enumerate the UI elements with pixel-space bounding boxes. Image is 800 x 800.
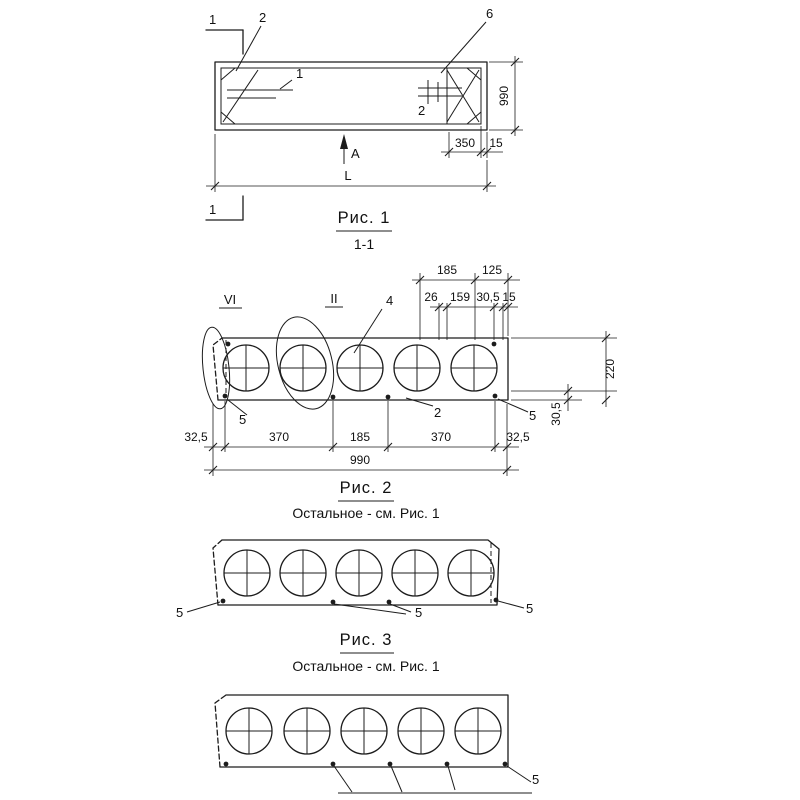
hollow-core-void [447, 549, 495, 597]
dim-159-label: 159 [450, 290, 470, 304]
slab-section-left-cut-edge [212, 337, 223, 401]
hollow-core-void [283, 707, 331, 755]
hollow-core-void [393, 344, 441, 392]
callout-5-right-leader [497, 398, 529, 413]
callout-5-mid-leader-a [333, 603, 407, 615]
dim-bottom-row1: 32,5 370 185 370 32,5 [184, 401, 530, 476]
dim-26-label: 26 [424, 290, 438, 304]
point-markers [223, 761, 508, 767]
dim-350-15: 350 15 [441, 126, 503, 158]
fig2-caption: Рис. 2 [340, 479, 393, 497]
plan-rebar-left [227, 79, 293, 99]
dim-325-left-label: 32,5 [184, 430, 208, 444]
callout-4-label: 4 [386, 293, 393, 308]
section-mark-1-top-label: 1 [209, 12, 216, 27]
dim-185-bottom-label: 185 [350, 430, 370, 444]
callout-5-left-label: 5 [239, 412, 246, 427]
callout-5-right-label: 5 [529, 408, 536, 423]
callout-2-leader [405, 397, 434, 407]
callout-2-top-label: 2 [259, 10, 266, 25]
detail-ii-label: II [330, 291, 337, 306]
callout-5-left-leader [186, 601, 221, 613]
callout-6-leader [440, 21, 487, 74]
dim-125-label: 125 [482, 263, 502, 277]
dim-990-label: 990 [497, 86, 511, 106]
callout-2-label: 2 [434, 405, 441, 420]
dim-370-left-label: 370 [269, 430, 289, 444]
hollow-core-void [279, 344, 327, 392]
dim-top-tier2: 26 159 30,5 15 [424, 290, 518, 340]
dim-370-right-label: 370 [431, 430, 451, 444]
callout-5-right-leader [497, 600, 525, 609]
callout-5-mid-label: 5 [415, 605, 422, 620]
detail-vi-label: VI [224, 292, 236, 307]
dim-15-label: 15 [489, 136, 503, 150]
callout-5-right-label: 5 [526, 601, 533, 616]
dim-top-tier1: 185 125 [412, 263, 520, 340]
callout-5-left-label: 5 [176, 605, 183, 620]
fig2-note: Остальное - см. Рис. 1 [292, 505, 439, 521]
slab-section-outline [217, 539, 500, 606]
detail-ii-oval [275, 316, 335, 410]
slab-section-left-cut-edge [214, 694, 227, 768]
dim-305-top-label: 30,5 [476, 290, 500, 304]
callout-5-leaders [333, 765, 532, 794]
slab-plan-outer-outline [214, 61, 488, 131]
dim-350-label: 350 [455, 136, 475, 150]
hollow-core-void [279, 549, 327, 597]
dim-15-label: 15 [502, 290, 516, 304]
callout-5-label: 5 [532, 772, 539, 787]
callout-2-inner-label: 2 [418, 103, 425, 118]
dim-325-right-label: 32,5 [506, 430, 530, 444]
hollow-core-void [340, 707, 388, 755]
point-markers [220, 597, 499, 605]
fig1-section-title: 1-1 [354, 236, 374, 252]
callout-6-label: 6 [486, 6, 493, 21]
dim-220-label: 220 [603, 359, 617, 379]
dim-right-vertical: 30,5 220 [511, 331, 617, 426]
dim-length-label: L [344, 168, 351, 183]
dim-bottom-row2: 990 [204, 453, 519, 475]
hollow-core-void [336, 344, 384, 392]
dim-305-right-label: 30,5 [549, 402, 563, 426]
callout-1-leader [279, 79, 293, 90]
fig3-caption: Рис. 3 [340, 631, 393, 649]
hollow-core-void [223, 549, 271, 597]
section-mark-1-bottom-label: 1 [209, 202, 216, 217]
dim-185-top-label: 185 [437, 263, 457, 277]
hollow-core-void [454, 707, 502, 755]
callout-1-label: 1 [296, 66, 303, 81]
fig1-caption: Рис. 1 [338, 209, 391, 227]
hollow-core-void [450, 344, 498, 392]
plan-corner-braces [220, 67, 482, 125]
dim-990-bottom-label: 990 [350, 453, 370, 467]
callout-5-mid-leader-b [389, 603, 412, 613]
hollow-core-void [335, 549, 383, 597]
slab-plan-inner-outline [220, 67, 482, 125]
fig3-section: 5 5 5 Рис. 3 Остальное - см. Рис. 1 [176, 539, 533, 674]
dim-length-l: L [206, 134, 496, 192]
view-arrow-a-label: А [351, 146, 360, 161]
section-mark-1-top [205, 29, 244, 55]
fig3-note: Остальное - см. Рис. 1 [292, 658, 439, 674]
fig1-plan-view: 1 2 1 1 2 6 А [205, 6, 523, 252]
hollow-core-void [397, 707, 445, 755]
callout-5-left-leader [227, 399, 248, 416]
fig4-section: 5 [214, 694, 539, 794]
hollow-core-void [225, 707, 273, 755]
view-arrow-a: А [340, 134, 360, 164]
detail-vi-oval [201, 326, 231, 410]
callout-2-top-leader [235, 25, 262, 72]
fig2-section: VI II 4 2 5 5 185 125 [184, 263, 617, 521]
plan-rebar-right [418, 80, 462, 104]
slab-section-left-cut-edge [212, 539, 223, 606]
slab-section-outline [219, 694, 509, 768]
callout-4-leader [353, 308, 383, 354]
dim-990-vertical: 990 [489, 56, 523, 136]
slab-section-outline [217, 337, 509, 401]
hollow-core-void [391, 549, 439, 597]
section-mark-1-bottom [205, 195, 244, 221]
